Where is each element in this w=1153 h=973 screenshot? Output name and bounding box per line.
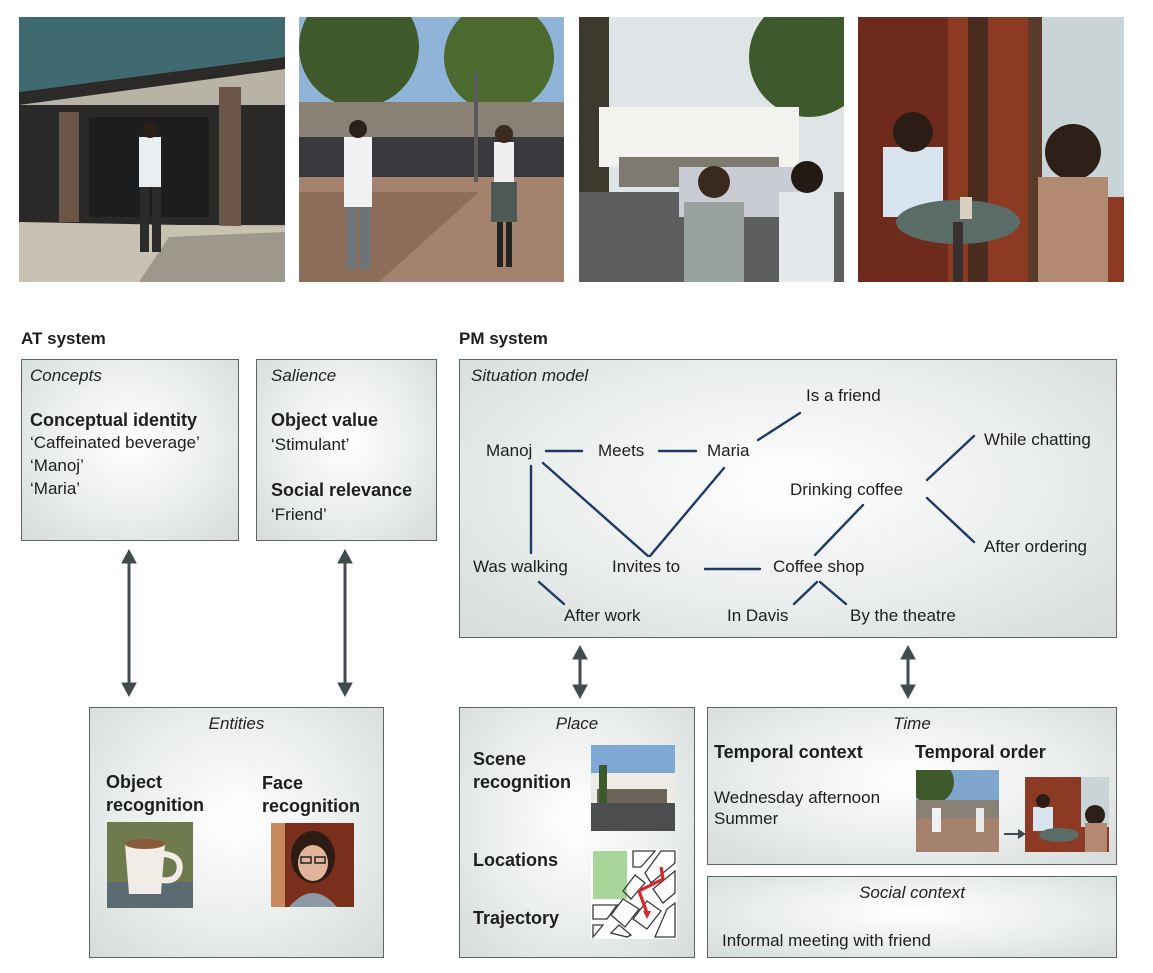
scene-recognition-label: recognition	[473, 772, 571, 792]
face-recognition-label: recognition	[262, 796, 360, 816]
concepts-heading: Concepts	[30, 366, 102, 385]
place-box: Place Scene recognition Locations Trajec…	[459, 707, 695, 958]
object-value: ‘Stimulant’	[271, 435, 350, 454]
node-by-the-theatre: By the theatre	[850, 606, 956, 625]
trajectory-label: Trajectory	[473, 908, 560, 928]
at-system-title: AT system	[21, 329, 106, 348]
entities-heading: Entities	[208, 714, 265, 733]
temporal-order-label: Temporal order	[915, 742, 1046, 762]
concept-item: ‘Caffeinated beverage’	[30, 433, 200, 452]
concept-item: ‘Maria’	[30, 479, 81, 498]
node-drinking-coffee: Drinking coffee	[790, 480, 904, 499]
arrow-concepts-entities	[121, 548, 137, 698]
temporal-photo-cafe	[1025, 777, 1109, 852]
salience-box: Salience Object value ‘Stimulant’ Social…	[256, 359, 437, 541]
social-context-box: Social context Informal meeting with fri…	[707, 876, 1117, 958]
time-box: Time Temporal context Temporal order Wed…	[707, 707, 1117, 865]
photo-street-meeting	[299, 17, 564, 282]
object-value-label: Object value	[271, 410, 379, 430]
social-relevance-label: Social relevance	[271, 480, 413, 500]
node-maria: Maria	[707, 441, 750, 460]
node-manoj: Manoj	[486, 441, 533, 460]
photo-cafe-conversation	[858, 17, 1124, 282]
locations-label: Locations	[473, 850, 559, 870]
node-after-ordering: After ordering	[984, 537, 1087, 556]
node-was-walking: Was walking	[473, 557, 568, 576]
face-recognition-label: Face	[262, 773, 304, 793]
temporal-context-value: Summer	[714, 809, 779, 828]
arrow-situation-place	[572, 644, 588, 700]
object-recognition-label: Object	[106, 772, 163, 792]
place-heading: Place	[555, 714, 599, 733]
node-while-chatting: While chatting	[984, 430, 1091, 449]
temporal-context-value: Wednesday afternoon	[714, 788, 881, 807]
photo-storefront-walking	[19, 17, 285, 282]
node-invites-to: Invites to	[612, 557, 681, 576]
situation-model-edges	[529, 411, 976, 606]
social-context-heading: Social context	[859, 883, 965, 902]
node-is-a-friend: Is a friend	[806, 386, 881, 405]
concepts-box: Concepts Conceptual identity ‘Caffeinate…	[21, 359, 239, 541]
coffee-cup-image	[107, 822, 193, 908]
pm-system-title: PM system	[459, 329, 548, 348]
node-in-davis: In Davis	[727, 606, 789, 625]
time-heading: Time	[893, 714, 931, 733]
situation-model-heading: Situation model	[471, 366, 589, 385]
entities-box: Entities Object recognition Face recogni…	[89, 707, 384, 958]
photo-walking-to-coffee-shop	[579, 17, 844, 282]
social-relevance-value: ‘Friend’	[271, 505, 327, 524]
scene-recognition-label: Scene	[473, 749, 527, 769]
node-coffee-shop: Coffee shop	[773, 557, 865, 576]
temporal-photo-street	[910, 760, 999, 852]
node-meets: Meets	[598, 441, 645, 460]
arrow-salience-entities	[337, 548, 353, 698]
social-context-value: Informal meeting with friend	[722, 931, 931, 950]
scene-image	[591, 745, 675, 831]
object-recognition-label: recognition	[106, 795, 204, 815]
situation-model-box: Situation model Manoj Meets Maria Is a f…	[459, 359, 1117, 638]
concept-item: ‘Manoj’	[30, 456, 84, 475]
face-image	[271, 823, 354, 907]
temporal-context-label: Temporal context	[714, 742, 863, 762]
salience-heading: Salience	[271, 366, 337, 385]
map-image	[591, 849, 677, 939]
arrow-situation-time	[900, 644, 916, 700]
node-after-work: After work	[564, 606, 641, 625]
conceptual-identity-label: Conceptual identity	[30, 410, 198, 430]
temporal-order-arrow	[1004, 829, 1026, 839]
